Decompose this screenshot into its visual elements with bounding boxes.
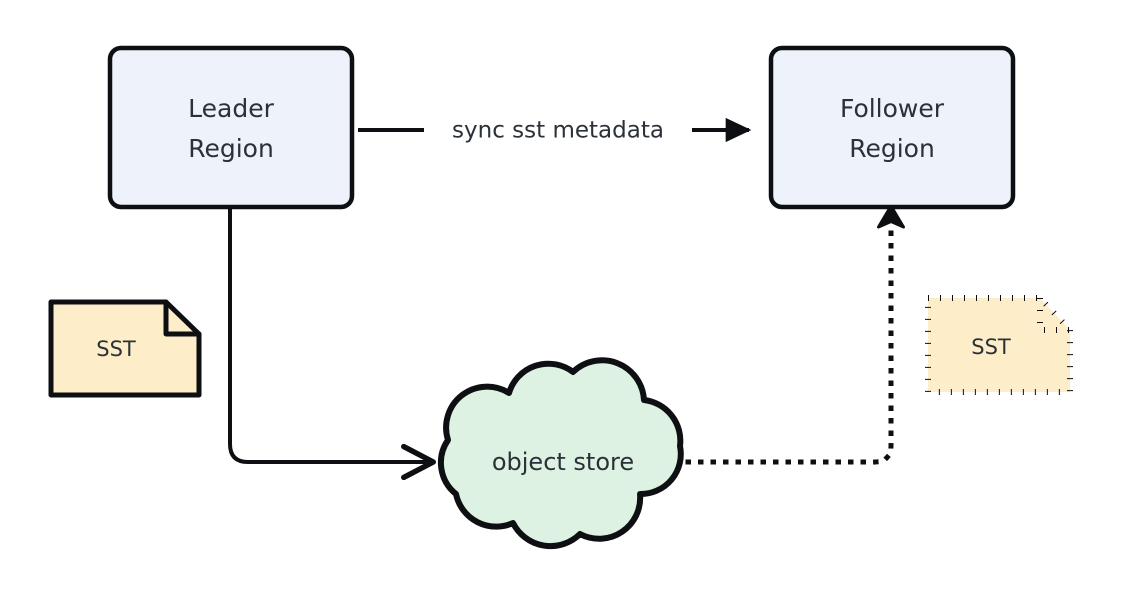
leader-region-label-line1: Leader	[188, 94, 274, 123]
leader-region-label-line2: Region	[188, 134, 274, 163]
sst-follower-body-fill[interactable]	[928, 298, 1070, 392]
edge-fetch-from-store	[685, 204, 905, 465]
edge-fetch-from-store-path	[685, 227, 894, 465]
sst-leader-label: SST	[96, 337, 136, 361]
node-leader-region[interactable]: Leader Region	[107, 45, 355, 210]
edge-upload-to-store-path	[228, 207, 432, 462]
edge-sync-metadata-label: sync sst metadata	[452, 118, 664, 144]
edge-upload-to-store	[228, 207, 432, 462]
node-sst-follower[interactable]: SST	[925, 295, 1073, 395]
node-object-store[interactable]: object store	[437, 357, 684, 550]
sst-leader-body[interactable]	[48, 299, 202, 398]
node-follower-region[interactable]: Follower Region	[768, 45, 1016, 210]
sst-leader-fold-icon	[163, 299, 202, 337]
leader-region-box[interactable]	[107, 45, 355, 210]
object-store-cloud-shape[interactable]	[437, 357, 684, 550]
follower-region-box[interactable]	[768, 45, 1016, 210]
edge-fetch-from-store-arrowhead	[877, 204, 905, 229]
node-sst-leader[interactable]: SST	[48, 299, 202, 398]
follower-region-label-line1: Follower	[840, 94, 945, 123]
sst-follower-label: SST	[971, 335, 1011, 359]
edge-sync-metadata: sync sst metadata	[358, 118, 752, 144]
follower-region-label-line2: Region	[849, 134, 935, 163]
object-store-label: object store	[492, 448, 634, 476]
